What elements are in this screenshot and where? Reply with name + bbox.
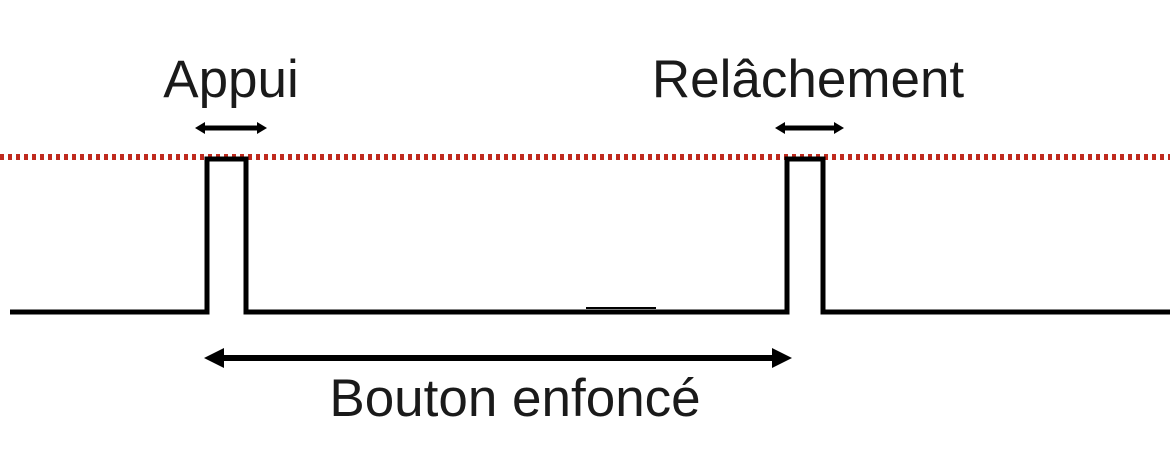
press-label: Appui	[163, 50, 299, 109]
button-signal-waveform	[10, 156, 1170, 315]
button-held-label: Bouton enfoncé	[329, 369, 700, 428]
release-label: Relâchement	[652, 50, 965, 109]
